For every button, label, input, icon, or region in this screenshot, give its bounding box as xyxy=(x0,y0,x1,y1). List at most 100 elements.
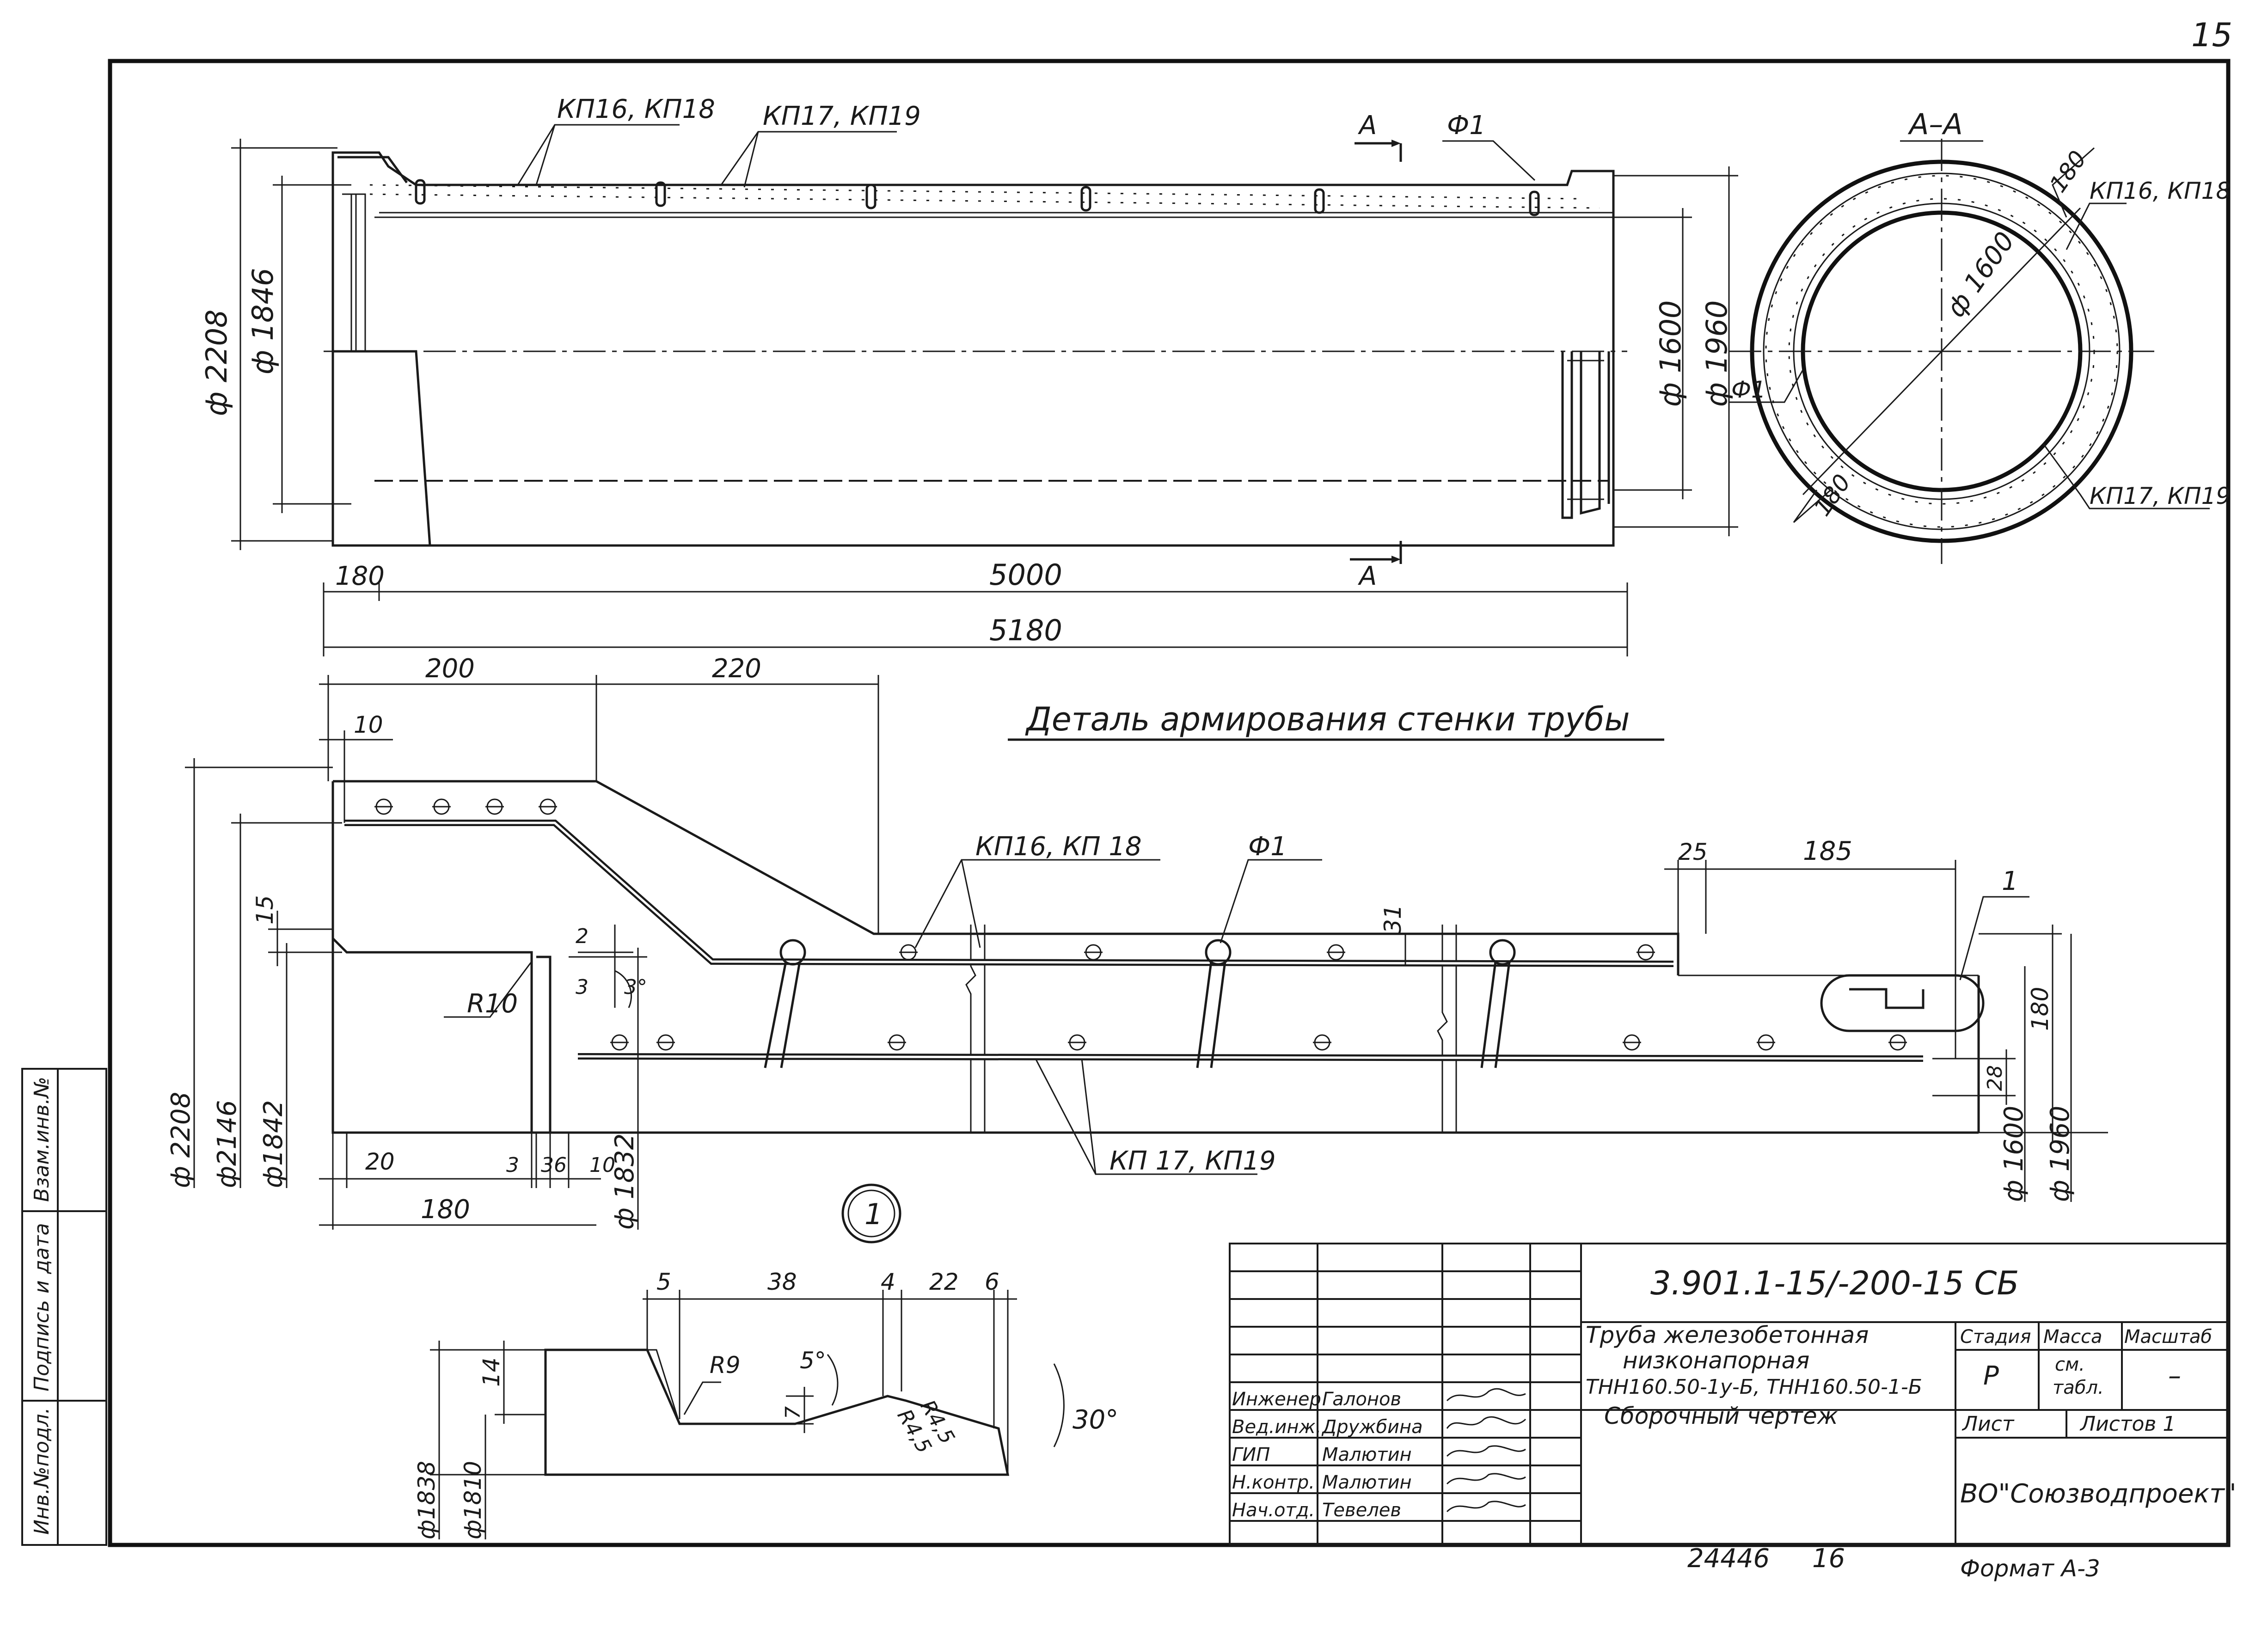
section-label-kp17-kp19: КП17, КП19 xyxy=(2090,483,2231,509)
tb-mass-header: Масса xyxy=(2043,1326,2102,1348)
detail-label-kp16-kp18: КП16, КП 18 xyxy=(975,832,1142,862)
main-dim-d1960: ф 1960 xyxy=(1700,300,1734,407)
tb-mass-value-1: см. xyxy=(2055,1354,2085,1375)
node-number: 1 xyxy=(864,1197,883,1231)
detail-angle-3: 3° xyxy=(624,975,647,999)
main-label-kp17-kp19: КП17, КП19 xyxy=(763,101,921,131)
tb-role-1: Вед.инж. xyxy=(1232,1416,1321,1438)
detail-dim-d1600: ф 1600 xyxy=(1999,1106,2029,1202)
detail-dim-d2146: ф2146 xyxy=(212,1100,242,1188)
detail-dim-3: 3 xyxy=(576,975,588,999)
tb-role-2: ГИП xyxy=(1232,1444,1270,1465)
detail-label-kp17-kp19: КП 17, КП19 xyxy=(1109,1146,1276,1176)
node-r9: R9 xyxy=(710,1352,741,1379)
tb-org: ВО"Союзводпроект" xyxy=(1960,1479,2237,1509)
main-dim-5000: 5000 xyxy=(989,558,1062,592)
main-dim-d1846: ф 1846 xyxy=(246,268,280,374)
main-label-phi1: Ф1 xyxy=(1447,110,1486,141)
main-dim-d1600: ф 1600 xyxy=(1654,300,1687,407)
detail-dim-220: 220 xyxy=(712,654,761,684)
detail-dim-20: 20 xyxy=(365,1148,395,1175)
page-number: 15 xyxy=(2191,16,2232,54)
node-dim-4: 4 xyxy=(881,1268,895,1295)
main-dim-5180: 5180 xyxy=(989,613,1062,647)
side-podpis: Подпись и дата xyxy=(30,1223,54,1391)
side-inv-podl: Инв.№подл. xyxy=(30,1407,54,1535)
node-dim-6: 6 xyxy=(985,1268,999,1295)
side-stamp: Инв.№подл. Подпись и дата Взам.инв.№ xyxy=(21,1068,107,1546)
tb-name-0: Галонов xyxy=(1322,1389,1401,1410)
node-dim-7: 7 xyxy=(781,1406,805,1419)
node-dim-14: 14 xyxy=(478,1357,505,1387)
node-dim-d1838: ф1838 xyxy=(413,1461,440,1539)
detail-dim-31: 31 xyxy=(1379,904,1406,934)
detail-dim-d1832: ф 1832 xyxy=(610,1134,640,1230)
node-angle-30: 30° xyxy=(1073,1405,1118,1435)
detail-dim-2: 2 xyxy=(576,925,588,948)
main-pipe-view: КП16, КП18 КП17, КП19 Ф1 А А ф 2208 ф 18… xyxy=(200,94,1738,656)
detail-dim-180-right: 180 xyxy=(2027,987,2053,1031)
tb-stage-value: Р xyxy=(1983,1361,1999,1391)
detail-rebar-dots xyxy=(374,798,1907,1051)
footer-page-ref: 16 xyxy=(1812,1544,1845,1574)
tb-name-4: Тевелев xyxy=(1322,1500,1401,1521)
tb-role-3: Н.контр. xyxy=(1232,1472,1315,1493)
footer-copy-number: 24446 xyxy=(1687,1544,1770,1574)
tb-title-line2: низконапорная xyxy=(1623,1347,1809,1374)
side-vzam: Взам.инв.№ xyxy=(30,1077,54,1202)
tb-stage-header: Стадия xyxy=(1960,1326,2031,1348)
main-section-a-top: А xyxy=(1358,110,1377,141)
detail-label-r10: R10 xyxy=(467,989,518,1019)
detail-dim-180-bottom: 180 xyxy=(421,1195,470,1225)
title-block: 3.901.1-15/-200-15 СБ Труба железобетонн… xyxy=(1229,1243,2237,1546)
node-dim-22: 22 xyxy=(929,1268,959,1295)
node-dim-d1810: ф1810 xyxy=(460,1461,486,1539)
tb-name-1: Дружбина xyxy=(1321,1416,1423,1438)
tb-title-line3: ТНН160.50-1у-Б, ТНН160.50-1-Б xyxy=(1586,1375,1922,1399)
tb-mass-value-2: табл. xyxy=(2053,1377,2104,1398)
detail-title: Деталь армирования стенки трубы xyxy=(1025,700,1630,738)
section-label-phi1: Ф1 xyxy=(1731,376,1766,403)
detail-dim-200: 200 xyxy=(425,654,475,684)
section-label-kp16-kp18: КП16, КП18 xyxy=(2090,178,2231,204)
detail-callout-1: 1 xyxy=(2002,866,2018,896)
node-dim-5: 5 xyxy=(656,1268,671,1295)
detail-links xyxy=(764,939,1516,1068)
detail-dim-185: 185 xyxy=(1803,836,1852,866)
detail-dim-25: 25 xyxy=(1678,839,1708,865)
node-angle-5: 5° xyxy=(800,1347,826,1374)
detail-dim-10b: 10 xyxy=(589,1153,615,1177)
detail-dim-10-top: 10 xyxy=(354,711,383,738)
tb-title-line1: Труба железобетонная xyxy=(1586,1322,1869,1348)
detail-dim-d1842: ф1842 xyxy=(258,1100,288,1188)
detail-dim-3b: 3 xyxy=(506,1153,519,1177)
node-1-view: 1 5 38 4 22 6 14 7 R9 5° R4,5 R4,5 30° ф… xyxy=(413,1183,1118,1539)
tb-name-2: Малютин xyxy=(1322,1444,1412,1465)
section-dim-d1600: ф 1600 xyxy=(1941,227,2021,323)
tb-scale-header: Масштаб xyxy=(2124,1326,2212,1348)
tb-scale-value: – xyxy=(2168,1361,2181,1391)
section-dim-180-top: 180 xyxy=(2044,146,2091,197)
main-dim-180: 180 xyxy=(335,561,385,591)
tb-role-4: Нач.отд. xyxy=(1232,1500,1315,1521)
section-a-a-view: А–А ф 1600 180 180 КП16, КП18 КП17, КП19… xyxy=(1729,107,2231,564)
detail-label-phi1: Ф1 xyxy=(1248,832,1287,862)
drawing-frame xyxy=(108,59,2231,1547)
tb-sheets-label: Листов 1 xyxy=(2079,1412,2176,1436)
node-dim-38: 38 xyxy=(767,1268,797,1295)
main-label-kp16-kp18: КП16, КП18 xyxy=(557,94,715,124)
detail-reinforcement-view: Деталь армирования стенки трубы xyxy=(166,654,2108,1230)
tb-name-3: Малютин xyxy=(1322,1472,1412,1493)
tb-doc-code: 3.901.1-15/-200-15 СБ xyxy=(1650,1264,2019,1302)
detail-dim-15: 15 xyxy=(251,895,278,925)
tb-signatures xyxy=(1446,1388,1526,1513)
tb-sheet-label: Лист xyxy=(1962,1412,2015,1436)
detail-dim-d1960: ф 1960 xyxy=(2045,1106,2075,1202)
main-section-a-bottom: А xyxy=(1358,561,1377,591)
detail-dim-d2208: ф 2208 xyxy=(166,1092,196,1188)
footer-format: Формат А-3 xyxy=(1960,1555,2100,1582)
detail-dim-36: 36 xyxy=(541,1153,567,1177)
tb-title-line4: Сборочный чертеж xyxy=(1604,1403,1838,1429)
detail-dim-28: 28 xyxy=(1983,1065,2007,1091)
